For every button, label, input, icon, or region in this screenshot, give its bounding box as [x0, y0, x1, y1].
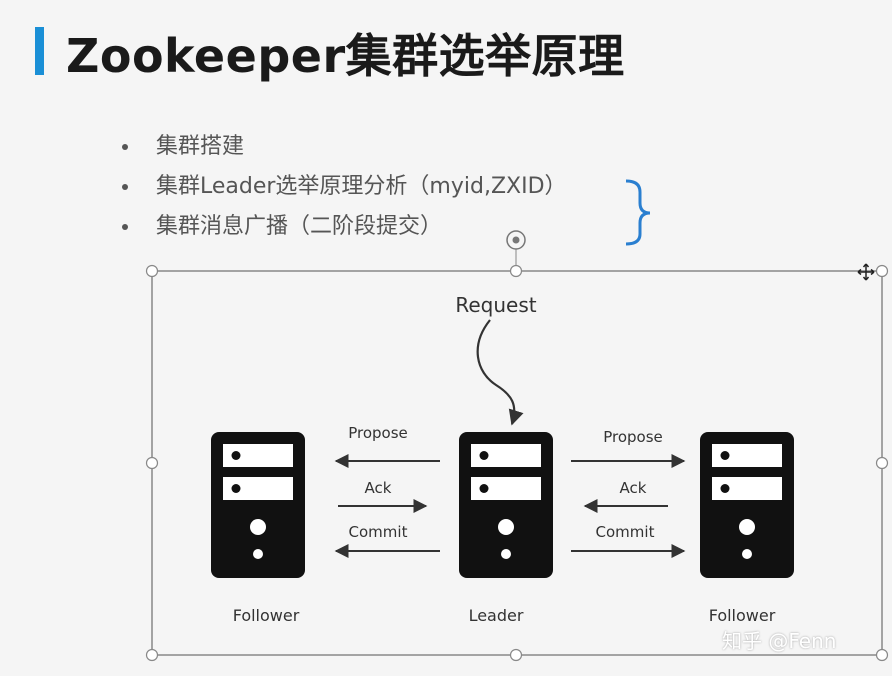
resize-handle-n[interactable]	[509, 264, 523, 278]
server-tower-icon-right	[700, 432, 794, 578]
bullet-text: 集群消息广播（二阶段提交）	[156, 214, 443, 239]
resize-handle-s[interactable]	[509, 648, 523, 662]
move-cursor-icon	[857, 263, 875, 281]
bullet-text: 集群Leader选举原理分析（myid,ZXID）	[156, 174, 567, 199]
left-commit-label: Commit	[349, 523, 408, 541]
left-ack-label: Ack	[365, 479, 392, 497]
resize-handle-w[interactable]	[145, 456, 159, 470]
right-ack-label: Ack	[620, 479, 647, 497]
slide-title: Zookeeper集群选举原理	[66, 29, 625, 83]
node-label-left-follower: Follower	[233, 606, 300, 625]
rotate-handle-dot	[512, 236, 520, 244]
left-propose-label: Propose	[348, 424, 408, 442]
resize-handle-sw[interactable]	[145, 648, 159, 662]
server-tower-icon-left	[211, 432, 305, 578]
bullet-item: 集群消息广播（二阶段提交）	[122, 207, 567, 247]
blue-brace	[625, 179, 651, 246]
resize-handle-e[interactable]	[875, 456, 889, 470]
resize-handle-nw[interactable]	[145, 264, 159, 278]
resize-handle-ne[interactable]	[875, 264, 889, 278]
watermark: 知乎 @Fenn	[722, 629, 837, 653]
server-tower-icon-leader	[459, 432, 553, 578]
request-arrow	[476, 319, 524, 426]
bullet-list: 集群搭建 集群Leader选举原理分析（myid,ZXID） 集群消息广播（二阶…	[122, 127, 567, 247]
resize-handle-se[interactable]	[875, 648, 889, 662]
bullet-text: 集群搭建	[156, 134, 245, 159]
right-commit-label: Commit	[596, 523, 655, 541]
node-label-leader: Leader	[469, 606, 524, 625]
request-label: Request	[455, 293, 536, 317]
bullet-item: 集群Leader选举原理分析（myid,ZXID）	[122, 167, 567, 207]
bullet-dot	[122, 224, 128, 230]
bullet-dot	[122, 184, 128, 190]
node-label-right-follower: Follower	[709, 606, 776, 625]
right-propose-label: Propose	[603, 428, 663, 446]
title-accent-bar	[35, 27, 44, 75]
bullet-item: 集群搭建	[122, 127, 567, 167]
bullet-dot	[122, 144, 128, 150]
